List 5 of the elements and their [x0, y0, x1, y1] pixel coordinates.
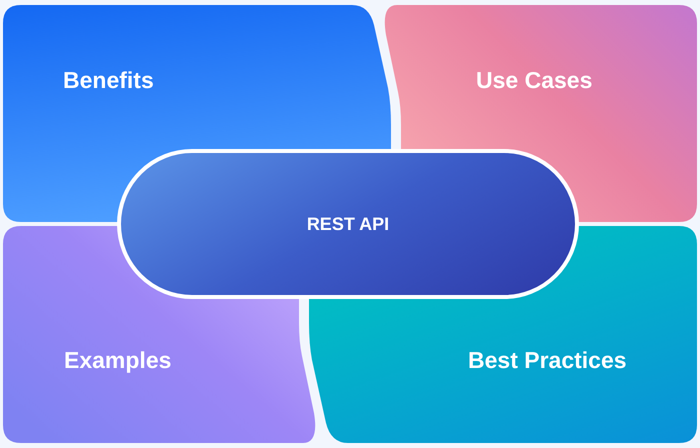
pill-title: REST API: [306, 214, 390, 234]
tile-title: Best Practices: [468, 347, 627, 374]
tile-title: Benefits: [63, 67, 154, 94]
tile-title: Examples: [64, 347, 172, 374]
tile-title: Use Cases: [476, 67, 592, 94]
